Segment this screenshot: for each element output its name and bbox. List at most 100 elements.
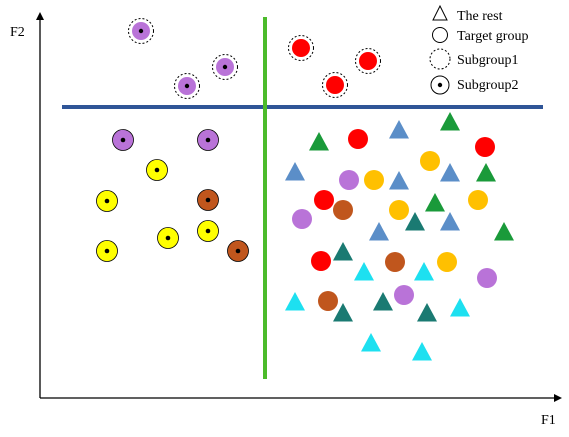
triangle-shape <box>405 212 425 231</box>
rest-triangle-marker <box>369 222 389 241</box>
marker-fill <box>468 190 488 210</box>
dashed-circle-icon <box>429 48 451 70</box>
center-dot <box>205 197 211 203</box>
triangle-shape <box>440 112 460 131</box>
bottom-right-circles-group <box>292 129 497 311</box>
rest-triangle-marker <box>354 262 374 281</box>
marker-fill <box>292 39 310 57</box>
subgroup2-marker <box>96 190 118 212</box>
rest-triangle-marker <box>494 222 514 241</box>
legend-label: Target group <box>457 29 528 44</box>
subgroup1-marker <box>355 48 381 74</box>
x-axis-label: F1 <box>541 413 556 428</box>
target-circle-marker <box>468 190 488 210</box>
subgroup2-marker <box>227 240 249 262</box>
triangle-outline-icon <box>432 4 448 21</box>
marker-fill <box>475 137 495 157</box>
triangle-shape <box>369 222 389 241</box>
center-dot <box>235 248 241 254</box>
center-dot <box>138 28 144 34</box>
subgroup2-marker <box>146 159 168 181</box>
subgroup1-marker <box>128 18 154 44</box>
triangle-shape <box>425 193 445 212</box>
rest-triangle-marker <box>285 162 305 181</box>
subgroup1-marker <box>288 35 314 61</box>
marker-fill <box>333 200 353 220</box>
center-dot <box>154 167 160 173</box>
rest-triangle-marker <box>440 112 460 131</box>
rest-triangle-marker <box>450 298 470 317</box>
rest-triangle-marker <box>440 163 460 182</box>
target-circle-marker <box>437 252 457 272</box>
triangle-shape <box>333 303 353 322</box>
legend-item: The rest <box>432 4 503 24</box>
target-circle-marker <box>477 268 497 288</box>
legend: The rest Target group Subgroup1 Subgroup… <box>429 4 528 95</box>
subgroup2-marker <box>112 129 134 151</box>
triangle-shape <box>476 163 496 182</box>
rest-triangle-marker <box>440 212 460 231</box>
rest-triangle-marker <box>476 163 496 182</box>
marker-fill <box>311 251 331 271</box>
target-circle-marker <box>311 251 331 271</box>
rest-triangle-marker <box>414 262 434 281</box>
legend-label: The rest <box>457 9 503 24</box>
subgroup2-marker <box>197 129 219 151</box>
rest-triangle-marker <box>333 242 353 261</box>
bottom-right-triangles-group <box>285 112 514 361</box>
subgroup2-marker <box>197 220 219 242</box>
center-dot <box>165 235 171 241</box>
rest-triangle-marker <box>285 292 305 311</box>
center-dot <box>205 137 211 143</box>
marker-layer <box>96 18 514 361</box>
triangle-shape <box>440 163 460 182</box>
target-circle-marker <box>318 291 338 311</box>
triangle-shape <box>285 292 305 311</box>
circle-outline-icon <box>432 27 448 43</box>
center-dot <box>184 83 190 89</box>
center-dot <box>104 248 110 254</box>
target-circle-marker <box>292 209 312 229</box>
rest-triangle-marker <box>412 342 432 361</box>
triangle-shape <box>412 342 432 361</box>
rest-triangle-marker <box>405 212 425 231</box>
rest-triangle-marker <box>425 193 445 212</box>
subgroup2-marker <box>197 189 219 211</box>
dotted-circle-center <box>437 82 443 88</box>
target-circle-marker <box>385 252 405 272</box>
y-axis-label: F2 <box>10 25 25 40</box>
top-right-subgroup1-group <box>288 35 381 98</box>
triangle-shape <box>373 292 393 311</box>
target-circle-marker <box>389 200 409 220</box>
target-circle-marker <box>314 190 334 210</box>
center-dot <box>120 137 126 143</box>
marker-fill <box>437 252 457 272</box>
marker-fill <box>318 291 338 311</box>
subgroup1-marker <box>322 72 348 98</box>
rest-triangle-marker <box>417 303 437 322</box>
marker-fill <box>314 190 334 210</box>
rest-triangle-marker <box>333 303 353 322</box>
subgroup1-marker <box>174 73 200 99</box>
triangle-shape <box>450 298 470 317</box>
rest-triangle-marker <box>373 292 393 311</box>
marker-fill <box>292 209 312 229</box>
triangle-shape <box>440 212 460 231</box>
triangle-shape <box>414 262 434 281</box>
top-left-subgroup1-group <box>128 18 238 99</box>
triangle-shape <box>389 171 409 190</box>
rest-triangle-marker <box>389 171 409 190</box>
marker-fill <box>359 52 377 70</box>
target-circle-marker <box>475 137 495 157</box>
legend-label: Subgroup1 <box>457 53 518 68</box>
rest-triangle-marker <box>309 132 329 151</box>
legend-label: Subgroup2 <box>457 78 518 93</box>
rest-triangle-marker <box>361 333 381 352</box>
target-circle-marker <box>364 170 384 190</box>
center-dot <box>205 228 211 234</box>
marker-fill <box>339 170 359 190</box>
marker-fill <box>394 285 414 305</box>
target-circle-marker <box>420 151 440 171</box>
rest-triangle-marker <box>389 120 409 139</box>
